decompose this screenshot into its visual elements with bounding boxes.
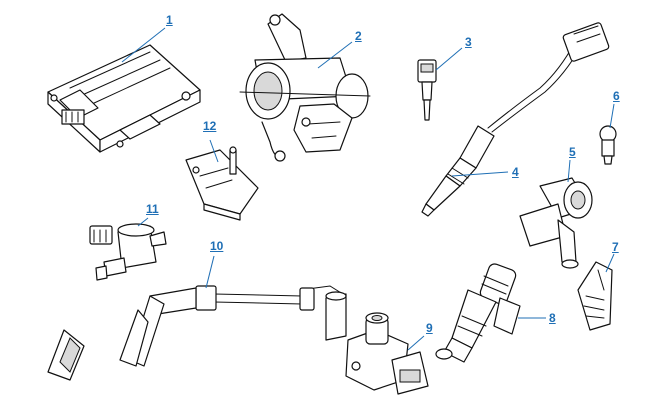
part-6-plug-sensor — [599, 125, 617, 165]
bracket-part — [47, 329, 85, 381]
callout-6[interactable]: 6 — [613, 89, 620, 103]
callout-7[interactable]: 7 — [612, 240, 619, 254]
part-11-valve — [89, 223, 167, 281]
callout-11[interactable]: 11 — [146, 202, 159, 216]
callout-9[interactable]: 9 — [426, 321, 433, 335]
callout-2[interactable]: 2 — [355, 29, 362, 43]
leader-lines — [121, 27, 615, 351]
part-12-map-sensor — [185, 146, 259, 221]
callout-5[interactable]: 5 — [569, 145, 576, 159]
callout-8[interactable]: 8 — [549, 311, 556, 325]
part-2-throttle-body — [239, 13, 371, 162]
callout-12[interactable]: 12 — [203, 119, 217, 133]
callout-10[interactable]: 10 — [210, 239, 224, 253]
part-4-oxygen-sensor — [421, 22, 610, 217]
callout-1[interactable]: 1 — [166, 13, 173, 27]
part-3-temp-sensor — [417, 59, 437, 121]
part-10-ht-lead — [119, 285, 347, 367]
part-7-connector — [577, 261, 613, 331]
callout-3[interactable]: 3 — [465, 35, 472, 49]
part-9-pressure-sensor — [345, 312, 429, 395]
part-1-ecu-module — [47, 44, 201, 153]
part-8-injector — [435, 263, 521, 363]
callout-4[interactable]: 4 — [512, 165, 519, 179]
part-5-solenoid — [519, 177, 593, 269]
